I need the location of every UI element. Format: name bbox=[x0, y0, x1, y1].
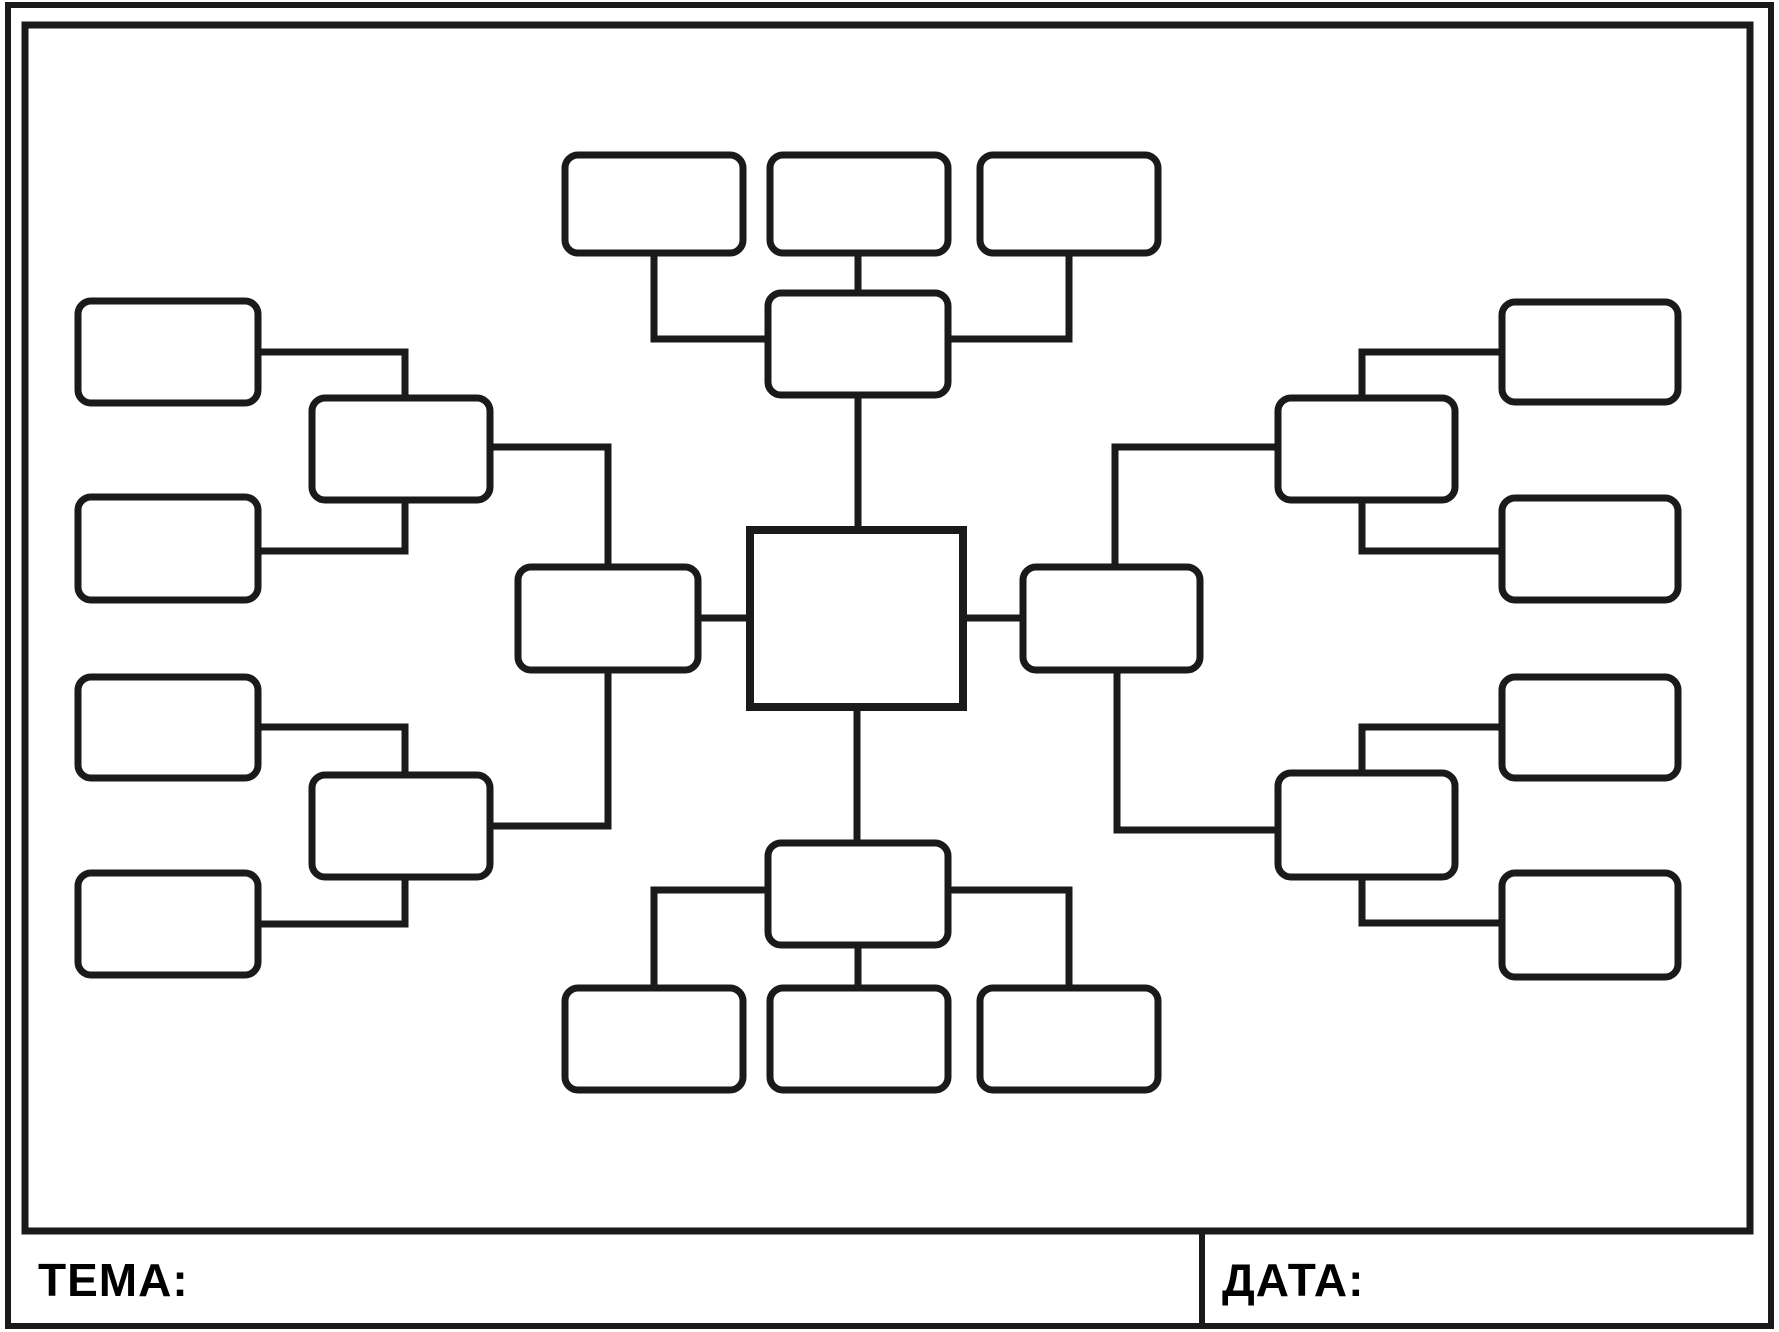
connector-top-leaf-3-to-top-hub bbox=[948, 253, 1073, 343]
top-leaf-box-2 bbox=[766, 151, 952, 257]
right-mid-box-1 bbox=[1274, 394, 1459, 504]
right-hub-box bbox=[1019, 563, 1204, 674]
connector-bottom-leaf-3-to-bottom-hub bbox=[948, 886, 1073, 988]
connector-right-hub-to-right-mid-2 bbox=[1113, 670, 1278, 834]
connector-top-leaf-1-to-top-hub bbox=[650, 253, 768, 343]
left-leaf-box-1 bbox=[74, 297, 262, 407]
left-hub-box bbox=[514, 563, 702, 674]
right-mid-box-2 bbox=[1274, 769, 1459, 881]
connector-right-leaf-4-to-right-mid-2 bbox=[1358, 877, 1502, 927]
date-label: ДАТА: bbox=[1222, 1254, 1364, 1306]
right-leaf-box-3 bbox=[1498, 673, 1682, 782]
left-mid-box-2 bbox=[308, 771, 494, 881]
right-leaf-box-4 bbox=[1498, 869, 1682, 981]
right-leaf-box-1 bbox=[1498, 298, 1682, 406]
connector-bottom-leaf-1-to-bottom-hub bbox=[650, 886, 768, 988]
central-topic-box bbox=[746, 526, 967, 711]
connector-left-mid-1-to-left-hub bbox=[490, 443, 612, 567]
left-mid-box-1 bbox=[308, 394, 494, 504]
left-leaf-box-2 bbox=[74, 493, 262, 604]
right-leaf-box-2 bbox=[1498, 494, 1682, 604]
connector-lines bbox=[258, 253, 1502, 988]
bottom-hub-box bbox=[764, 839, 952, 949]
top-hub-box bbox=[764, 289, 952, 399]
left-leaf-box-4 bbox=[74, 869, 262, 979]
inner-border bbox=[21, 21, 1754, 1235]
connector-right-leaf-2-to-right-mid-1 bbox=[1358, 500, 1502, 555]
top-leaf-box-3 bbox=[976, 151, 1162, 257]
connector-left-leaf-2-to-left-mid-1 bbox=[258, 500, 409, 555]
connector-right-leaf-3-to-right-mid-2 bbox=[1358, 723, 1502, 773]
bottom-leaf-box-2 bbox=[766, 984, 952, 1094]
connector-left-leaf-1-to-left-mid-1 bbox=[258, 348, 409, 398]
outer-border bbox=[5, 2, 1774, 1329]
connector-left-leaf-4-to-left-mid-2 bbox=[258, 877, 409, 928]
connector-right-leaf-1-to-right-mid-1 bbox=[1358, 348, 1502, 398]
connector-left-mid-2-to-left-hub bbox=[490, 670, 612, 830]
left-leaf-box-3 bbox=[74, 673, 262, 782]
bottom-leaf-box-1 bbox=[561, 984, 747, 1094]
connector-left-leaf-3-to-left-mid-2 bbox=[258, 723, 409, 775]
diagram-boxes bbox=[74, 151, 1682, 1094]
bottom-leaf-box-3 bbox=[976, 984, 1162, 1094]
footer: ТЕМА: ДАТА: bbox=[38, 1231, 1364, 1326]
connector-right-hub-to-right-mid-1 bbox=[1111, 443, 1278, 567]
topic-label: ТЕМА: bbox=[38, 1254, 189, 1306]
top-leaf-box-1 bbox=[561, 151, 747, 257]
